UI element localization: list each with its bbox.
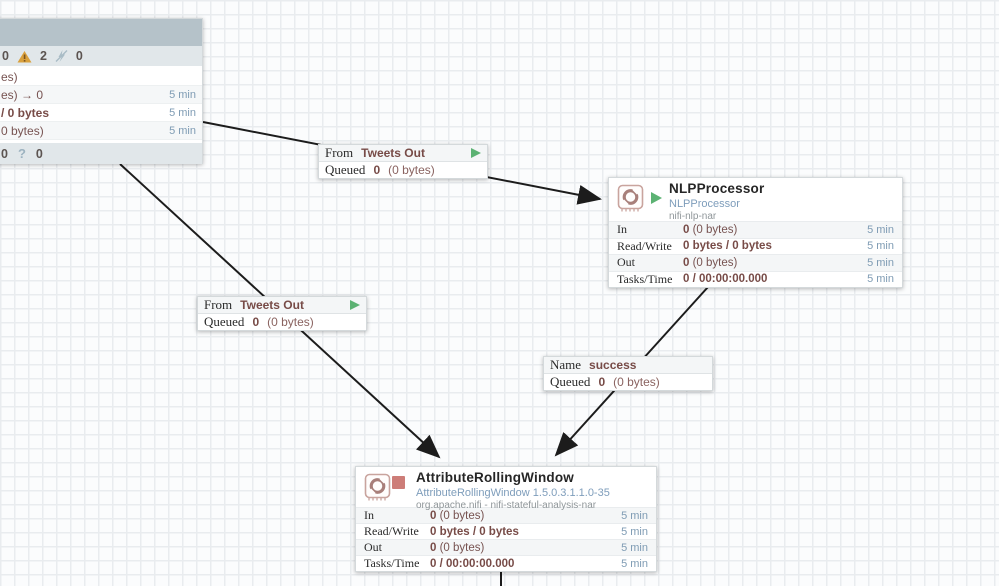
processor-type: AttributeRollingWindow 1.5.0.3.1.1.0-35 (416, 486, 610, 499)
stat-row-readwrite: / 0 bytes 5 min (0, 104, 202, 122)
connection-from-label: From (204, 297, 233, 312)
footer-count: 0 (1, 146, 8, 161)
queued-size: (0 bytes) (267, 315, 314, 329)
stat-row-out: Out 0 (0 bytes) 5 min (356, 539, 656, 555)
processor-title: NLPProcessor (669, 181, 765, 196)
queued-label: Queued (204, 314, 245, 329)
processor-stats: In 0 (0 bytes) 5 min Read/Write 0 bytes … (356, 507, 656, 571)
connection-name-label: Name (550, 357, 582, 372)
connection-label-tweets-out-1[interactable]: From Tweets Out Queued 0 (0 bytes) (318, 144, 488, 179)
processor-bundle: org.apache.nifi - nifi-stateful-analysis… (416, 500, 597, 512)
warning-icon (17, 50, 32, 62)
process-group-footer: 0 ? 0 (0, 143, 202, 164)
connection-label-success[interactable]: Name success Queued 0 (0 bytes) (543, 356, 713, 391)
connection-label-tweets-out-2[interactable]: From Tweets Out Queued 0 (0 bytes) (197, 296, 367, 331)
stat-row-taskstime: Tasks/Time 0 / 00:00:00.000 5 min (356, 555, 656, 571)
queued-count: 0 (598, 375, 606, 389)
stat-row-taskstime: Tasks/Time 0 / 00:00:00.000 5 min (609, 270, 902, 288)
queued-label: Queued (325, 162, 366, 177)
processor-attributerollingwindow[interactable]: AttributeRollingWindow AttributeRollingW… (355, 466, 657, 572)
processor-title: AttributeRollingWindow (416, 470, 574, 485)
stat-row-readwrite: Read/Write 0 bytes / 0 bytes 5 min (356, 523, 656, 539)
process-group-header (0, 19, 202, 46)
running-indicator-icon (350, 300, 360, 310)
connection-relationship-name: success (589, 358, 637, 372)
stat-row-out: Out 0 (0 bytes) 5 min (609, 254, 902, 271)
stat-row-queued: es) (0, 68, 202, 86)
stat-row-in: In 0 (0 bytes) 5 min (609, 221, 902, 238)
queued-size: (0 bytes) (613, 375, 660, 389)
running-state-icon (651, 192, 662, 204)
transmit-count: 0 (75, 49, 83, 63)
connection-source-name: Tweets Out (240, 298, 304, 312)
stat-row-in: es) → 0 5 min (0, 86, 202, 104)
connection-from-label: From (325, 145, 354, 160)
queued-count: 0 (252, 315, 260, 329)
processor-nlpprocessor[interactable]: NLPProcessor NLPProcessor nifi-nlp-nar I… (608, 177, 903, 288)
processor-bundle: nifi-nlp-nar (669, 211, 717, 223)
transmit-disabled-icon (55, 50, 68, 62)
queued-label: Queued (550, 374, 591, 389)
processor-icon (617, 184, 644, 212)
processor-stats: In 0 (0 bytes) 5 min Read/Write 0 bytes … (609, 221, 902, 287)
processor-type: NLPProcessor (669, 197, 740, 210)
process-group-stats: es) es) → 0 5 min / 0 bytes 5 min 0 byte… (0, 68, 202, 140)
stat-row-out: 0 bytes) 5 min (0, 122, 202, 140)
processor-icon (364, 473, 391, 501)
running-indicator-icon (471, 148, 481, 158)
stat-row-readwrite: Read/Write 0 bytes / 0 bytes 5 min (609, 237, 902, 255)
queued-count: 0 (373, 163, 381, 177)
process-group[interactable]: 0 2 0 es) es) → 0 5 min / 0 bytes 5 min … (0, 18, 203, 164)
queued-size: (0 bytes) (388, 163, 435, 177)
process-group-status-bar: 0 2 0 (0, 46, 202, 66)
footer-count: 0 (35, 146, 43, 161)
connection-source-name: Tweets Out (361, 146, 425, 160)
warning-count: 2 (39, 49, 47, 63)
question-icon: ? (17, 146, 26, 161)
stopped-state-icon (392, 476, 405, 489)
stat-row-in: In 0 (0 bytes) 5 min (356, 507, 656, 523)
status-count: 0 (2, 49, 9, 63)
